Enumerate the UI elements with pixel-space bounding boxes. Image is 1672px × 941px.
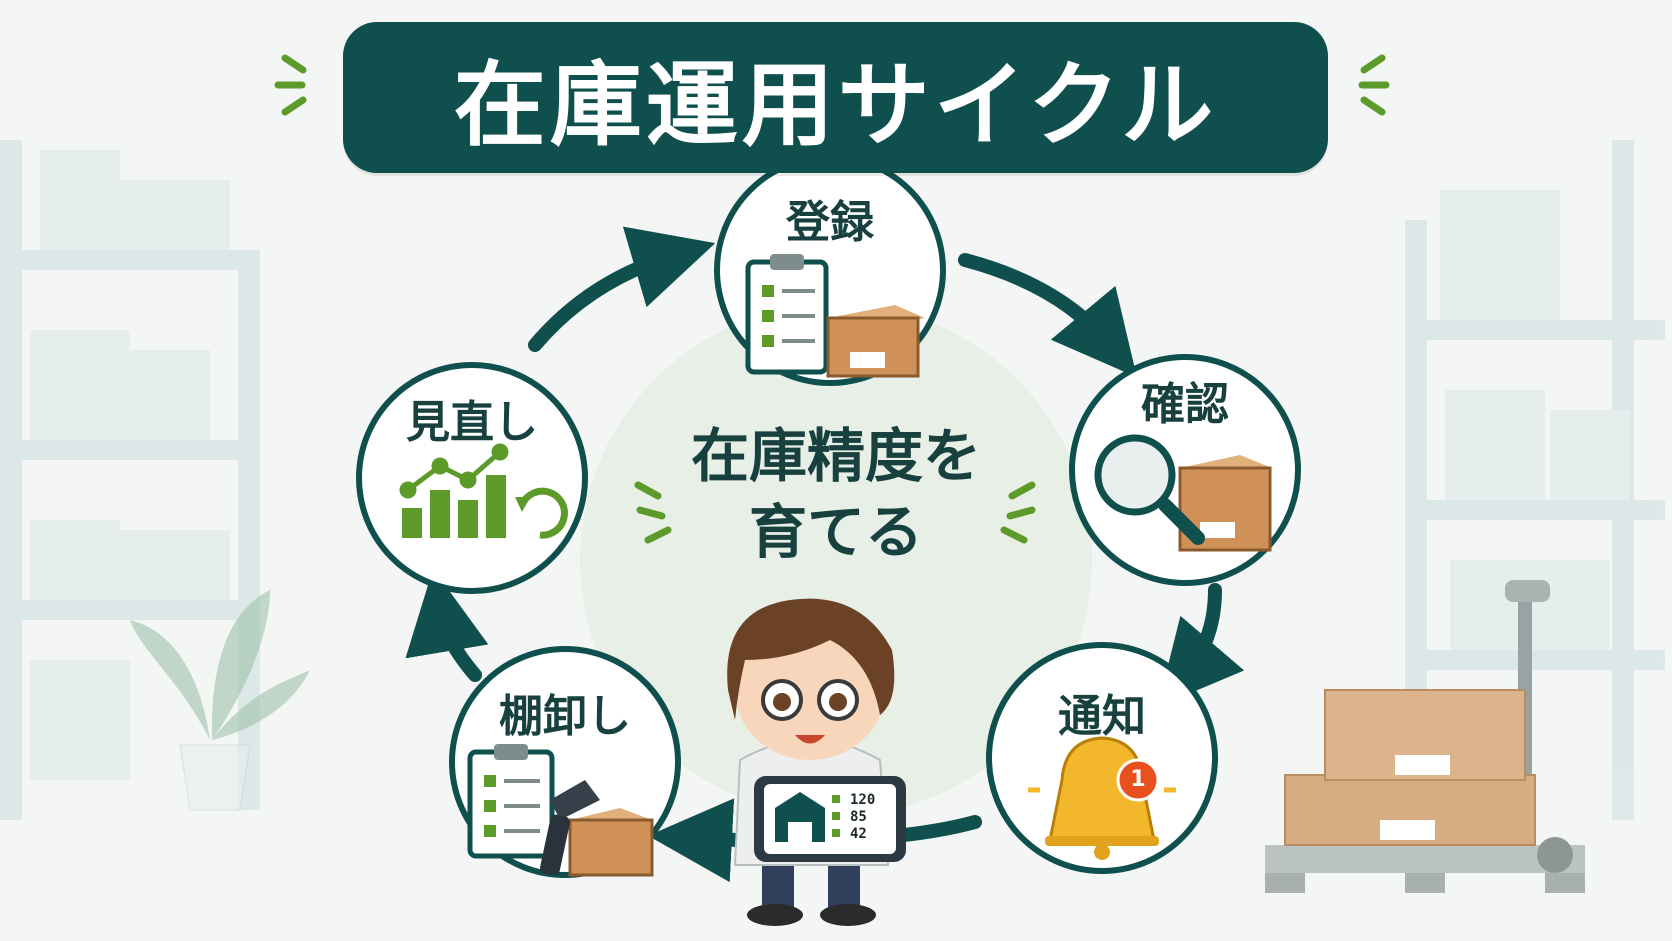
character-with-tablet bbox=[727, 598, 895, 926]
step-circle-confirm bbox=[1069, 354, 1301, 586]
step-label-notify: 通知 bbox=[1058, 691, 1146, 742]
center-message-line1: 在庫精度を bbox=[690, 422, 981, 490]
warehouse-shelf-right bbox=[1405, 140, 1665, 820]
warehouse-shelf-left bbox=[0, 140, 260, 820]
step-circle-stocktake bbox=[449, 646, 681, 878]
tablet-device bbox=[754, 776, 906, 862]
step-label-confirm: 確認 bbox=[1141, 379, 1229, 430]
potted-plant bbox=[130, 590, 310, 811]
notification-badge-icon bbox=[1116, 758, 1160, 802]
clipboard-checklist-icon bbox=[467, 744, 555, 859]
step-circle-review bbox=[356, 362, 588, 594]
magnifying-glass-icon bbox=[1094, 434, 1205, 545]
tablet-value-2: 85 bbox=[850, 809, 867, 825]
cardboard-box-icon bbox=[826, 305, 925, 378]
refresh-cycle-icon bbox=[515, 487, 568, 539]
step-circle-register bbox=[714, 154, 946, 386]
tablet-value-1: 120 bbox=[850, 792, 876, 808]
tablet-checkmarks bbox=[832, 795, 840, 837]
bar-chart-icon bbox=[402, 475, 506, 538]
clipboard-checklist-icon bbox=[745, 254, 829, 375]
barcode-scanner-icon bbox=[540, 780, 600, 876]
center-background-circle bbox=[580, 304, 1092, 816]
title-banner: 在庫運用サイクル bbox=[343, 22, 1328, 173]
pallet-with-boxes bbox=[1265, 580, 1585, 893]
sparkle-marks bbox=[274, 54, 1390, 544]
step-label-register: 登録 bbox=[786, 197, 874, 248]
trend-line-icon bbox=[399, 443, 509, 499]
tablet-value-3: 42 bbox=[850, 826, 867, 842]
cardboard-box-icon bbox=[568, 808, 654, 877]
notification-badge-count: 1 bbox=[1130, 767, 1146, 792]
center-message-line2: 育てる bbox=[748, 498, 923, 566]
step-label-review: 見直し bbox=[406, 397, 538, 448]
step-circle-notify bbox=[986, 642, 1218, 874]
page-title: 在庫運用サイクル bbox=[453, 52, 1218, 159]
step-label-stocktake: 棚卸し bbox=[499, 691, 631, 742]
warehouse-icon bbox=[775, 792, 825, 842]
